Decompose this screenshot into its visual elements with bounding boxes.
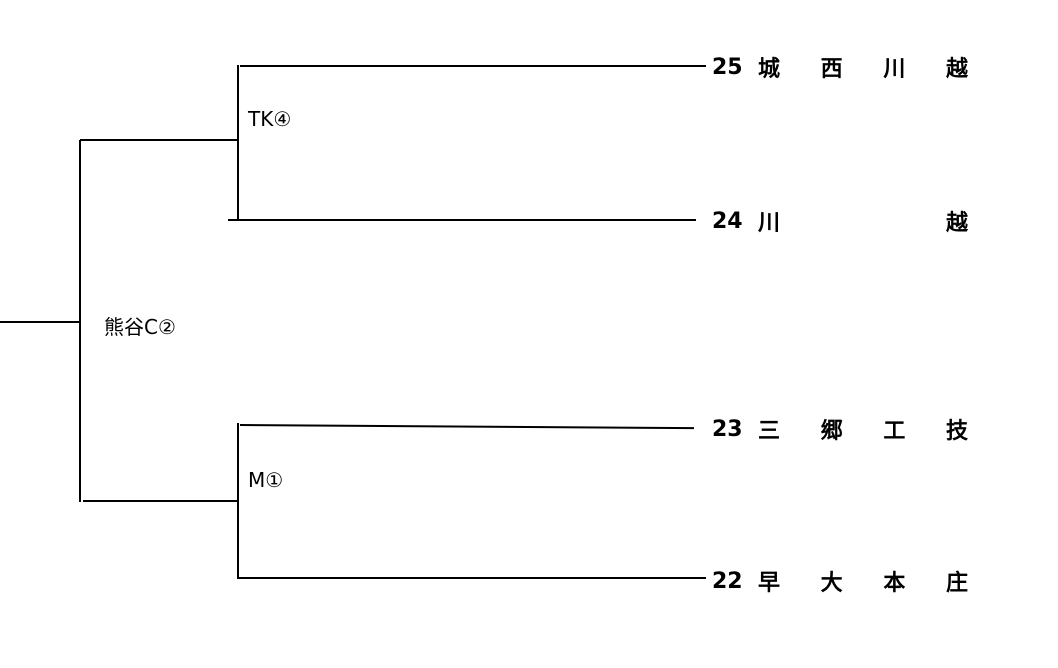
bracket-line-top-semi-vertical [237,65,239,220]
team-seed: 25 [712,54,743,80]
bracket-line-root [0,321,80,323]
match-label-final: 熊谷C② [104,315,176,339]
team-entry: 23 三 郷 工 技 [712,414,968,445]
match-label-top-semi: TK④ [248,107,292,131]
bracket-line-team-25 [240,65,706,67]
team-entry: 25 城 西 川 越 [712,52,968,83]
bracket-line-final-vertical [79,140,81,502]
bracket-line-bottom-branch [83,500,239,502]
team-seed: 22 [712,568,743,594]
team-entry: 24 川 越 [712,206,968,237]
team-seed: 23 [712,416,743,442]
match-label-bottom-semi: M① [248,468,284,492]
bracket-line-top-branch [80,139,239,141]
bracket-line-team-24 [228,219,696,221]
team-name: 川 越 [758,211,968,236]
team-seed: 24 [712,208,743,234]
bracket-line-team-22 [238,577,706,579]
team-name: 早 大 本 庄 [758,571,968,596]
bracket-line-team-23 [239,424,694,430]
team-name: 城 西 川 越 [758,57,968,82]
team-name: 三 郷 工 技 [758,419,968,444]
bracket-line-bottom-semi-vertical [237,423,239,579]
team-entry: 22 早 大 本 庄 [712,566,968,597]
